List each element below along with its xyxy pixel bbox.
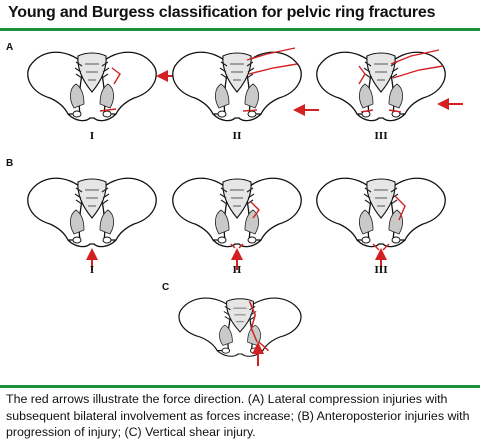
caption-divider bbox=[0, 385, 480, 388]
row-label-a: A bbox=[6, 42, 13, 53]
fracture-line bbox=[248, 63, 298, 75]
pelvis-a-1 bbox=[27, 51, 182, 122]
fracture-line bbox=[394, 195, 406, 221]
fracture-line bbox=[230, 243, 244, 249]
pelvis-a-2 bbox=[172, 47, 319, 122]
fracture-line bbox=[99, 108, 117, 112]
fracture-line bbox=[360, 109, 402, 113]
pelvis-c bbox=[178, 297, 302, 357]
pelvis-b-3 bbox=[316, 177, 446, 270]
fracture-line bbox=[392, 65, 444, 79]
panel-numeral-a-2: II bbox=[233, 131, 242, 142]
fracture-line bbox=[250, 201, 260, 219]
fracture-line bbox=[242, 109, 258, 112]
pelvis-b-2 bbox=[172, 177, 302, 270]
fracture-line bbox=[248, 301, 258, 343]
row-label-b: B bbox=[6, 158, 13, 169]
pelvic-fracture-diagram: A I II III B I II bbox=[6, 42, 463, 366]
panel-numeral-a-3: III bbox=[374, 131, 388, 142]
figure-caption: The red arrows illustrate the force dire… bbox=[6, 392, 470, 439]
pelvis-b-1 bbox=[27, 177, 157, 270]
fracture-line bbox=[390, 49, 440, 65]
fracture-line bbox=[111, 67, 121, 85]
fracture-line bbox=[358, 65, 366, 85]
row-label-c: C bbox=[162, 282, 169, 293]
title-divider bbox=[0, 28, 480, 31]
fracture-line bbox=[372, 243, 390, 251]
panel-numeral-b-1: I bbox=[90, 265, 95, 276]
figure-title: Young and Burgess classification for pel… bbox=[8, 4, 436, 21]
panel-numeral-a-1: I bbox=[90, 131, 95, 142]
panel-numeral-b-3: III bbox=[374, 265, 388, 276]
pelvis-a-3 bbox=[316, 49, 463, 122]
fracture-line bbox=[246, 47, 296, 61]
panel-numeral-b-2: II bbox=[233, 265, 242, 276]
